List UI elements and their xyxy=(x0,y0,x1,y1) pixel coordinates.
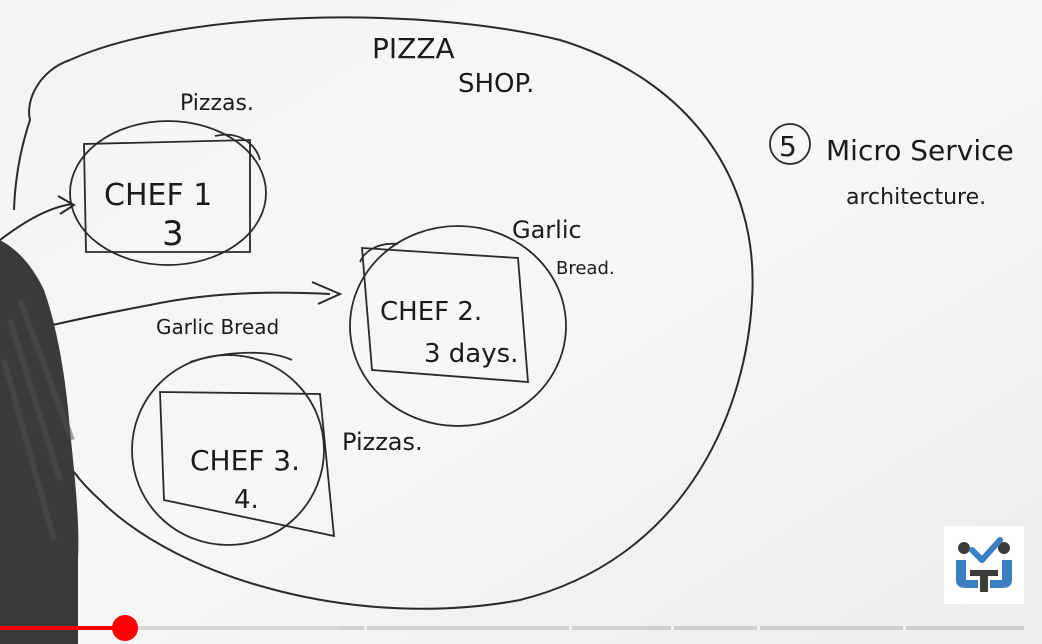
chef2-box xyxy=(361,247,529,383)
chef3-box xyxy=(159,391,336,538)
chef3-name: CHEF 3. xyxy=(190,444,300,477)
progress-scrubber-handle[interactable] xyxy=(112,615,138,641)
label-garlic: Garlic xyxy=(512,216,582,244)
title-pizza: PIZZA xyxy=(372,32,455,65)
garlic-bread-arrow-head xyxy=(311,281,343,305)
pizza-shop-boundary xyxy=(44,16,754,610)
chef1-circle xyxy=(69,120,267,266)
chef1-name: CHEF 1 xyxy=(104,178,212,213)
chef1-arrow-head xyxy=(57,195,76,215)
note-number-circle xyxy=(769,123,811,165)
progress-played xyxy=(0,626,125,630)
chef2-name: CHEF 2. xyxy=(380,297,482,327)
progress-buffered xyxy=(0,626,338,630)
title-shop: SHOP. xyxy=(458,69,534,99)
chef2-value: 3 days. xyxy=(424,339,518,369)
label-pizzas-top: Pizzas. xyxy=(180,91,254,116)
video-progress-bar[interactable] xyxy=(0,615,1042,644)
label-pizzas-bottom: Pizzas. xyxy=(342,428,423,456)
chapter-divider xyxy=(757,626,760,630)
progress-track[interactable] xyxy=(0,626,1024,630)
note-number: 5 xyxy=(779,130,797,163)
left-boundary-loop xyxy=(13,59,71,211)
chef1-arrow-line xyxy=(0,203,73,241)
chapter-divider xyxy=(569,626,572,630)
chef2-circle xyxy=(349,225,567,427)
channel-watermark-logo[interactable] xyxy=(944,526,1024,604)
note-line2: architecture. xyxy=(846,185,986,210)
chapter-divider xyxy=(903,626,906,630)
chef3-value: 4. xyxy=(234,485,259,515)
two-people-checkmark-icon xyxy=(944,526,1024,604)
label-garlic-bread-arrow: Garlic Bread xyxy=(156,315,279,339)
chef3-circle xyxy=(131,354,325,546)
note-line1: Micro Service xyxy=(826,134,1014,167)
chapter-divider xyxy=(364,626,367,630)
label-bread: Bread. xyxy=(556,258,615,279)
chef1-value: 3 xyxy=(162,214,184,254)
chapter-divider xyxy=(671,626,674,630)
chef1-box xyxy=(83,139,251,253)
